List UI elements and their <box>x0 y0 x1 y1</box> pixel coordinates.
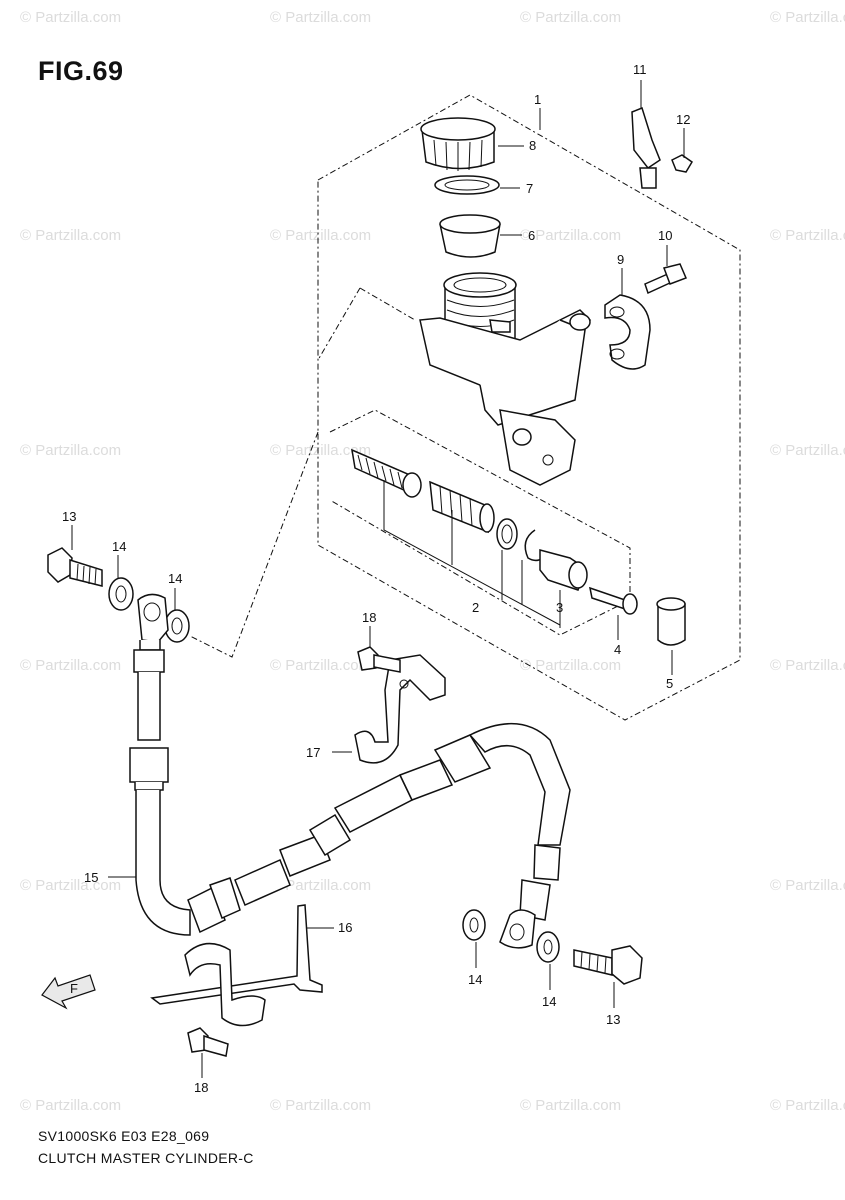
callout-15: 15 <box>84 870 98 885</box>
callout-labels: 1 2 3 4 5 6 7 8 9 10 11 12 13 14 14 15 1… <box>62 62 690 1095</box>
callout-3: 3 <box>556 600 563 615</box>
diaphragm-plate <box>434 175 500 195</box>
watermark: © Partzilla.com <box>770 1097 845 1114</box>
callout-4: 4 <box>614 642 621 657</box>
push-rod <box>589 586 638 615</box>
gasket-washer <box>536 931 560 963</box>
assembly-outline <box>189 94 741 721</box>
watermark: © Partzilla.com <box>770 657 845 674</box>
piston <box>429 480 495 534</box>
callout-11: 11 <box>633 62 647 77</box>
callout-6: 6 <box>528 228 535 243</box>
callout-14-a: 14 <box>112 539 126 554</box>
watermark: © Partzilla.com <box>20 1097 121 1114</box>
callout-group-lines <box>383 480 561 628</box>
watermark: © Partzilla.com <box>770 9 845 26</box>
callout-5: 5 <box>666 676 673 691</box>
callout-18-upper: 18 <box>362 610 376 625</box>
callout-13-lower: 13 <box>606 1012 620 1027</box>
hose-guide <box>150 904 323 1005</box>
watermark-layer: © Partzilla.com © Partzilla.com © Partzi… <box>20 9 845 1114</box>
watermark: © Partzilla.com <box>20 442 121 459</box>
callout-12: 12 <box>676 112 690 127</box>
front-direction-arrow: F <box>41 974 96 1010</box>
watermark: © Partzilla.com <box>770 227 845 244</box>
clutch-hose <box>129 593 571 949</box>
front-arrow-label: F <box>70 981 78 996</box>
union-bolt-lower <box>573 945 643 985</box>
push-rod-boot <box>539 549 588 591</box>
figure-title: FIG.69 <box>38 56 124 86</box>
callout-8: 8 <box>529 138 536 153</box>
watermark: © Partzilla.com <box>520 1097 621 1114</box>
leader-lines <box>71 80 685 1078</box>
reservoir-cap <box>420 117 496 171</box>
watermark: © Partzilla.com <box>270 657 371 674</box>
master-cylinder-body <box>419 272 592 486</box>
piston-spring <box>351 448 422 498</box>
clamp-bolt-upper <box>357 646 401 673</box>
callout-1: 1 <box>534 92 541 107</box>
protective-cap <box>656 597 686 646</box>
piston-cup <box>496 518 518 550</box>
watermark: © Partzilla.com <box>270 1097 371 1114</box>
callout-18-lower: 18 <box>194 1080 208 1095</box>
clutch-switch <box>631 107 661 189</box>
assembly-name: CLUTCH MASTER CYLINDER-C <box>38 1150 254 1166</box>
holder-clamp <box>604 294 651 370</box>
watermark: © Partzilla.com <box>20 9 121 26</box>
clamp-bolt <box>644 263 687 295</box>
watermark: © Partzilla.com <box>270 442 371 459</box>
watermark: © Partzilla.com <box>520 657 621 674</box>
diaphragm <box>439 214 501 258</box>
watermark: © Partzilla.com <box>270 9 371 26</box>
switch-screw <box>671 154 694 173</box>
callout-14-b: 14 <box>168 571 182 586</box>
callout-17: 17 <box>306 745 320 760</box>
callout-7: 7 <box>526 181 533 196</box>
callout-2: 2 <box>472 600 479 615</box>
callout-10: 10 <box>658 228 672 243</box>
hose-clamp <box>184 942 266 1027</box>
callout-9: 9 <box>617 252 624 267</box>
watermark: © Partzilla.com <box>520 227 621 244</box>
callout-14-c: 14 <box>468 972 482 987</box>
watermark: © Partzilla.com <box>20 227 121 244</box>
watermark: © Partzilla.com <box>20 657 121 674</box>
clamp-bolt-lower <box>187 1027 229 1057</box>
gasket-washer <box>108 577 134 611</box>
union-bolt-upper <box>47 547 103 587</box>
gasket-washer <box>462 909 486 941</box>
watermark: © Partzilla.com <box>270 877 371 894</box>
watermark: © Partzilla.com <box>270 227 371 244</box>
callout-14-d: 14 <box>542 994 556 1009</box>
watermark: © Partzilla.com <box>20 877 121 894</box>
hose-clamp-upper <box>354 654 446 764</box>
watermark: © Partzilla.com <box>520 9 621 26</box>
callout-16: 16 <box>338 920 352 935</box>
callout-13-upper: 13 <box>62 509 76 524</box>
gasket-washer <box>164 609 190 643</box>
watermark: © Partzilla.com <box>770 442 845 459</box>
model-code: SV1000SK6 E03 E28_069 <box>38 1128 210 1144</box>
watermark: © Partzilla.com <box>770 877 845 894</box>
